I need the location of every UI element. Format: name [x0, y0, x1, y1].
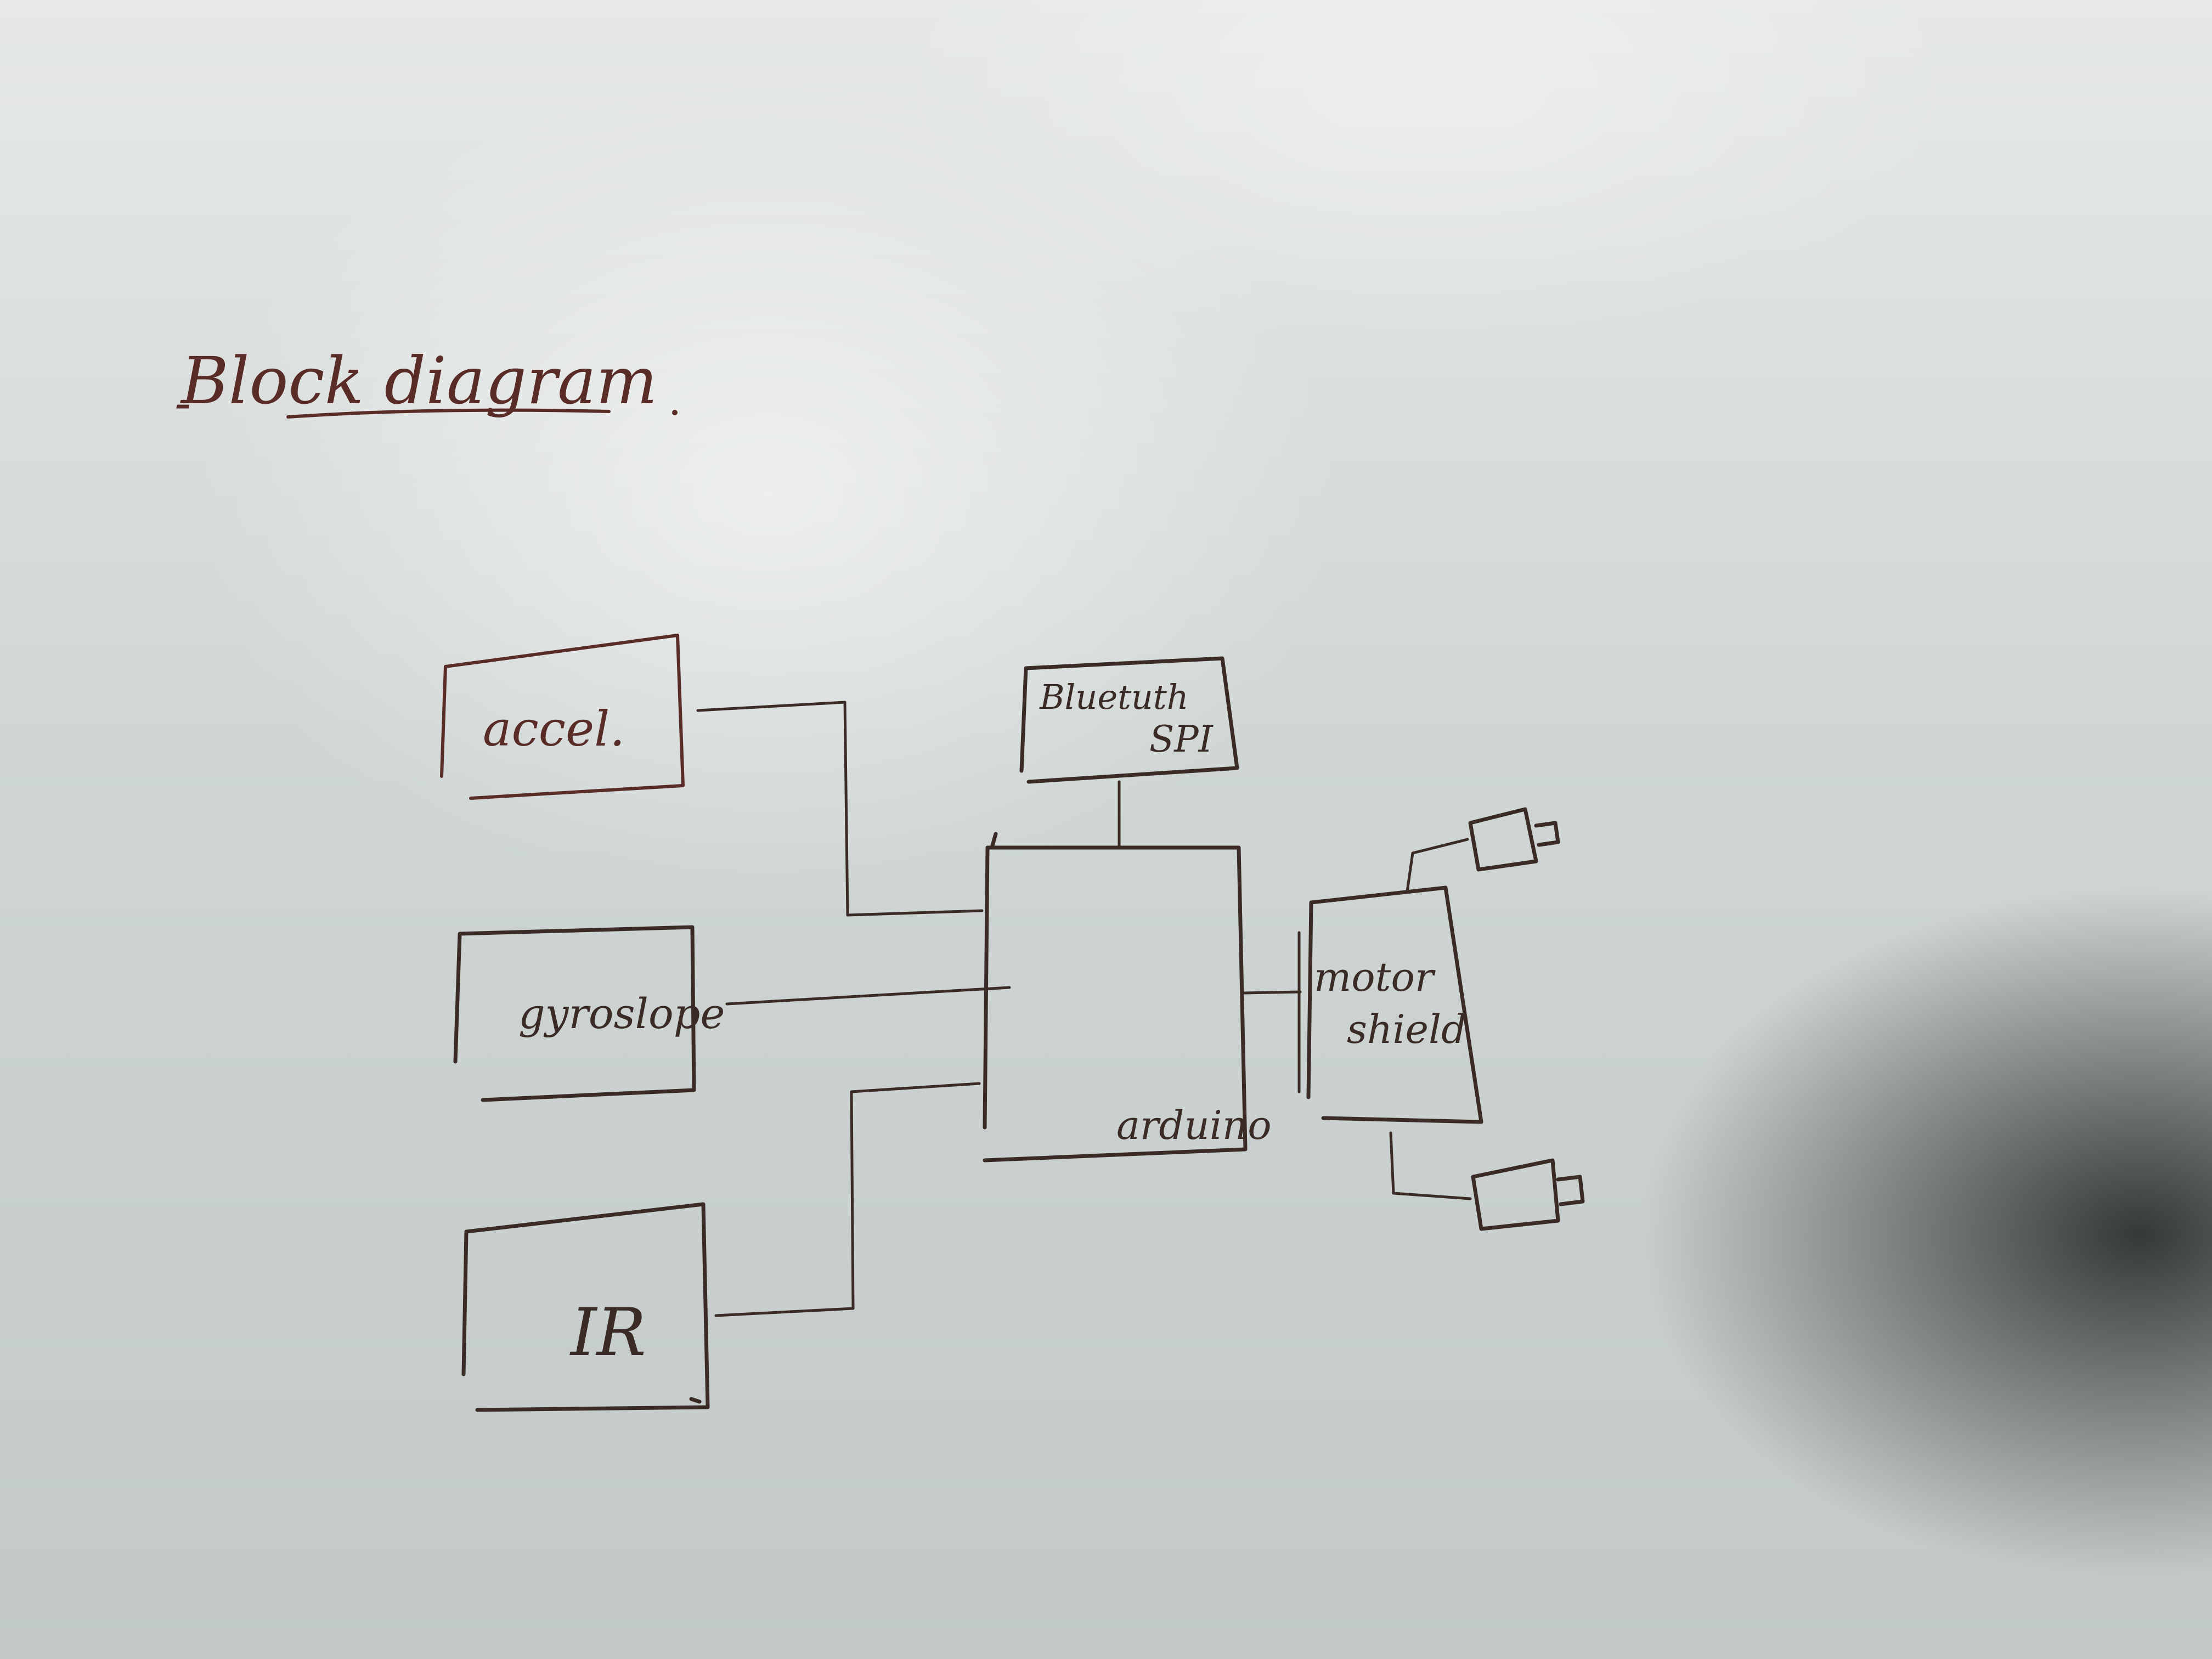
wire-ir-arduino: [714, 1082, 981, 1317]
accel-label: accel.: [483, 701, 625, 757]
shield-label: shield: [1347, 1006, 1467, 1052]
wire-shield-motor-top: [1406, 838, 1469, 893]
wire-arduino-shield: [1243, 931, 1302, 1093]
gyro-block: [453, 925, 696, 1102]
motor-bottom-icon: [1471, 1158, 1585, 1231]
gyro-label: gyroslope: [518, 989, 725, 1038]
bluetooth-label: Bluetuth: [1040, 677, 1189, 717]
title-bullet: -: [174, 374, 191, 432]
wire-accel-arduino: [696, 701, 984, 917]
wire-gyro-arduino: [725, 986, 1011, 1006]
motor-label: motor: [1314, 954, 1434, 1000]
ir-label: IR: [571, 1295, 646, 1371]
bluetooth-spi-block: [1019, 656, 1239, 784]
title-underline: [286, 408, 611, 419]
ir-block: [461, 1202, 710, 1412]
motor-shield-block: [1306, 885, 1483, 1124]
page-title: Block diagram: [181, 343, 658, 419]
spi-label: SPI: [1149, 718, 1213, 760]
arduino-label: arduino: [1116, 1102, 1272, 1148]
accel-block: [440, 634, 685, 800]
title-dot: [672, 410, 678, 415]
wire-shield-motor-bottom: [1389, 1131, 1472, 1200]
motor-top-icon: [1468, 807, 1560, 872]
